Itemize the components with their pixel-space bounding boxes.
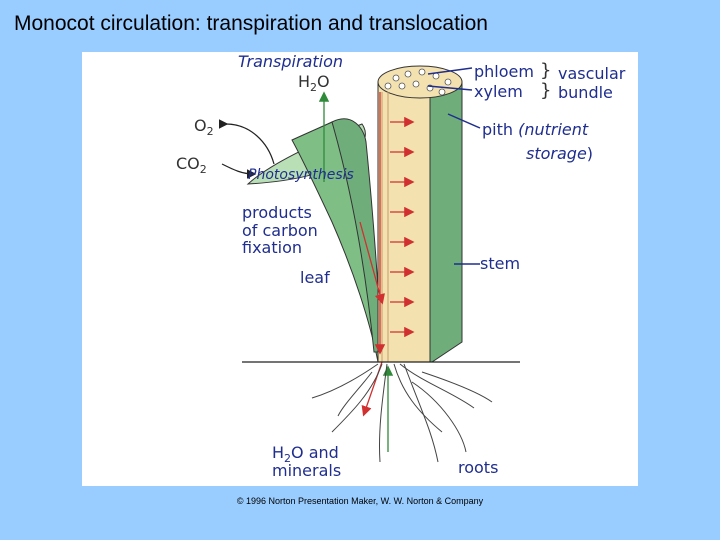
o2-sub: 2 bbox=[206, 125, 214, 138]
label-roots: roots bbox=[458, 458, 499, 477]
brace-xylem: } bbox=[540, 80, 552, 101]
vascular-bundles bbox=[384, 68, 452, 96]
products-line2: of carbon bbox=[242, 220, 318, 240]
label-o2: O2 bbox=[194, 116, 214, 138]
pith-nutrient: (nutrient bbox=[518, 120, 589, 139]
label-leaf: leaf bbox=[300, 268, 330, 287]
stem-rind bbox=[429, 81, 463, 363]
copyright-text: © 1996 Norton Presentation Maker, W. W. … bbox=[236, 496, 484, 506]
vascular-line1: vascular bbox=[558, 64, 626, 83]
stem-body bbox=[377, 81, 431, 363]
pith-word: pith bbox=[482, 120, 514, 139]
h2o-top-sub: 2 bbox=[310, 81, 318, 94]
label-stem: stem bbox=[480, 254, 521, 273]
label-h2o-minerals: H2O and minerals bbox=[272, 443, 342, 481]
h2o-bottom-line: H2O and bbox=[272, 443, 341, 465]
label-pith: pith (nutrient bbox=[482, 122, 588, 138]
vascular-line2: bundle bbox=[558, 83, 613, 103]
co2-sub: 2 bbox=[199, 163, 207, 176]
label-vascular-bundle: vascular bundle bbox=[558, 64, 625, 102]
products-line3: fixation bbox=[242, 238, 302, 258]
water-arrows bbox=[318, 91, 394, 452]
translocation-arrows bbox=[359, 92, 415, 417]
label-xylem: xylem bbox=[474, 82, 523, 101]
label-storage: storage) bbox=[526, 146, 593, 162]
h2o-bottom-rest: O and bbox=[291, 443, 339, 462]
h2o-bottom-h: H bbox=[272, 443, 285, 462]
roots bbox=[311, 363, 493, 463]
products-line1: products bbox=[242, 203, 312, 222]
co2-arrow bbox=[221, 163, 257, 179]
label-transpiration: Transpiration bbox=[238, 52, 344, 71]
label-phloem: phloem bbox=[474, 62, 534, 81]
h2o-bottom-sub: 2 bbox=[284, 452, 292, 465]
h2o-top-h: H bbox=[298, 72, 311, 91]
o2-arrow bbox=[218, 119, 275, 165]
diagram-figure: Transpiration H2O O2 CO2 Photosynthesis … bbox=[82, 52, 638, 486]
label-co2: CO2 bbox=[176, 154, 207, 176]
storage-word: storage bbox=[526, 144, 587, 163]
slide-title: Monocot circulation: transpiration and t… bbox=[14, 12, 488, 35]
brace-phloem: } bbox=[540, 60, 552, 81]
co2-co: CO bbox=[176, 154, 200, 173]
plant-diagram bbox=[218, 65, 520, 463]
label-h2o-top: H2O bbox=[298, 72, 330, 94]
phloem-leader bbox=[427, 67, 473, 75]
xylem-leader bbox=[427, 85, 473, 91]
label-photosynthesis: Photosynthesis bbox=[248, 167, 354, 183]
pith-leader bbox=[447, 113, 481, 129]
storage-paren: ) bbox=[586, 144, 594, 163]
o2-o: O bbox=[194, 116, 207, 135]
label-products: products of carbon fixation bbox=[242, 204, 318, 257]
h2o-top-o: O bbox=[317, 72, 330, 91]
minerals-line: minerals bbox=[272, 461, 342, 481]
